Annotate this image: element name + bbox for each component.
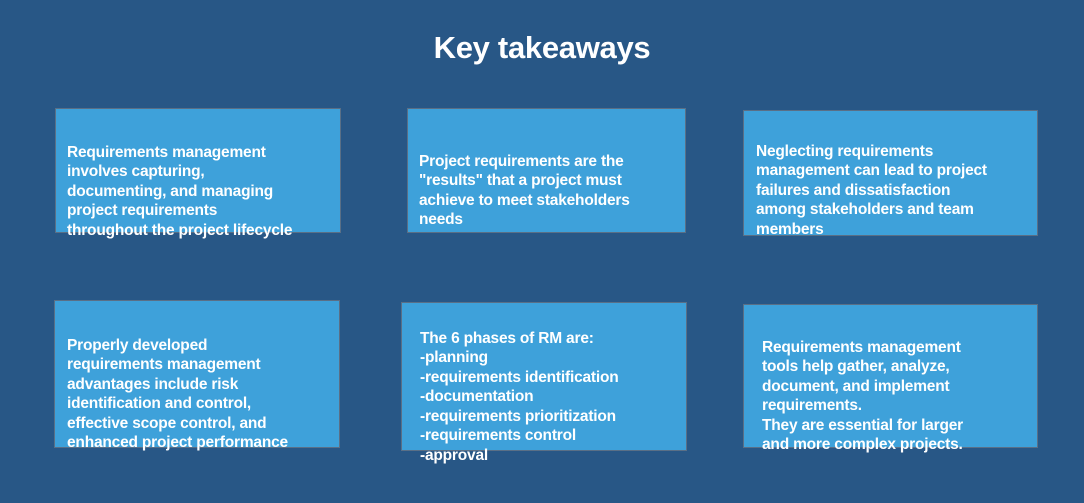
takeaway-text: Neglecting requirements management can l…	[756, 142, 987, 238]
takeaway-card-4: Properly developed requirements manageme…	[54, 300, 340, 451]
takeaway-card-5: The 6 phases of RM are: -planning -requi…	[401, 302, 687, 464]
takeaway-text: Project requirements are the "results" t…	[419, 152, 630, 229]
takeaway-card-1: Requirements management involves capturi…	[55, 108, 341, 239]
takeaway-card-2: Project requirements are the "results" t…	[407, 108, 686, 233]
page-title: Key takeaways	[433, 30, 651, 65]
takeaway-text: The 6 phases of RM are: -planning -requi…	[420, 329, 619, 464]
takeaway-card-3: Neglecting requirements management can l…	[743, 110, 1038, 238]
takeaway-text: Properly developed requirements manageme…	[67, 336, 288, 452]
takeaway-card-6: Requirements management tools help gathe…	[743, 304, 1038, 453]
takeaway-text: Requirements management involves capturi…	[67, 143, 293, 239]
takeaway-text: Requirements management tools help gathe…	[762, 338, 963, 454]
